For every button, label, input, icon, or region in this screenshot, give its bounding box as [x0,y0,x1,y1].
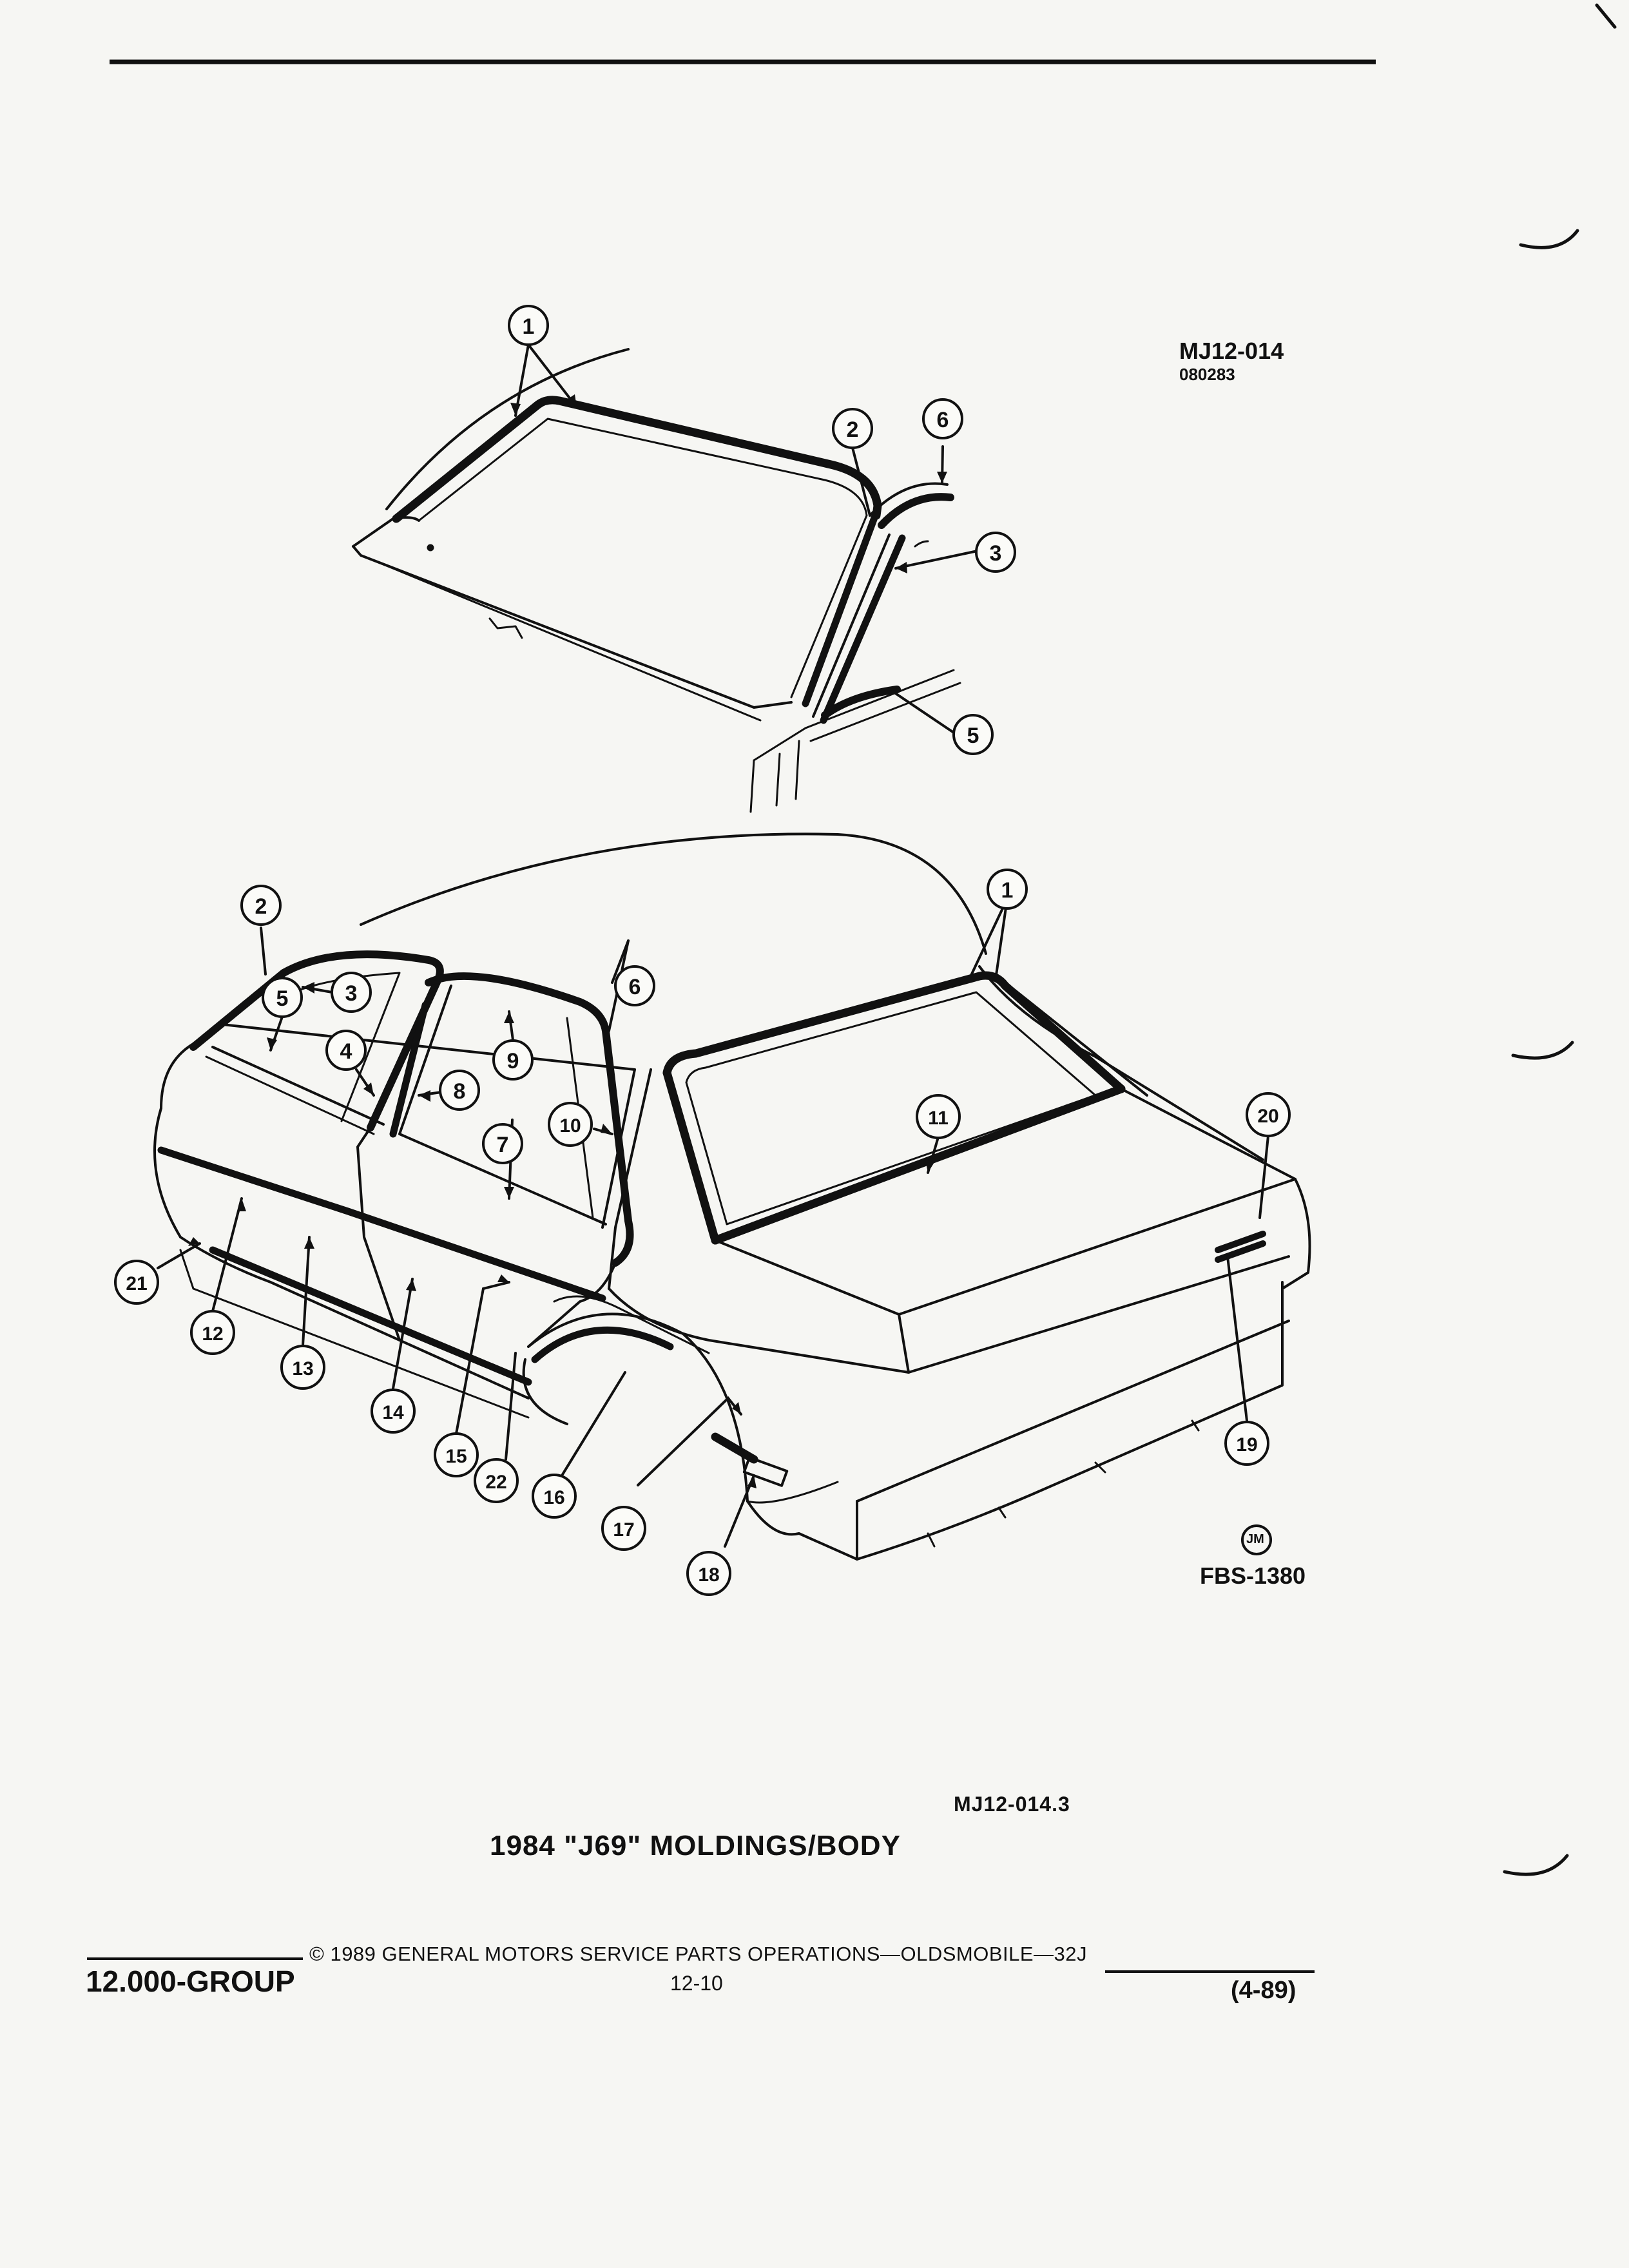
callout-1: 1 [508,305,549,346]
svg-text:10: 10 [559,1115,581,1137]
svg-text:2: 2 [847,418,859,442]
svg-text:3: 3 [990,541,1002,566]
callout-5: 5 [262,977,303,1018]
car-body-drawing [153,832,1311,1561]
callout-16: 16 [532,1474,577,1519]
callouts-body: 2 3 5 4 8 9 6 10 7 1 11 20 19 21 12 13 1… [114,869,1291,1596]
callout-1: 1 [987,869,1028,910]
svg-text:3: 3 [345,981,358,1006]
callout-4: 4 [325,1030,367,1071]
jm-logo [1241,1524,1272,1555]
footer-copyright: © 1989 GENERAL MOTORS SERVICE PARTS OPER… [309,1943,1088,1965]
svg-text:12: 12 [202,1323,223,1345]
callout-12: 12 [190,1310,235,1355]
callout-3: 3 [331,972,372,1013]
fbs-code: FBS-1380 [1200,1562,1306,1589]
svg-text:15: 15 [445,1446,467,1467]
callout-13: 13 [280,1345,325,1390]
figure-code: MJ12-014.3 [954,1792,1070,1816]
footer-date-code: (4-89) [1231,1977,1296,2004]
svg-text:1: 1 [523,314,535,339]
callouts-windshield: 1 2 6 3 5 [508,305,1016,755]
callout-20: 20 [1246,1092,1291,1137]
footer-rules [87,1957,1315,1973]
callout-11: 11 [916,1094,961,1139]
svg-text:1: 1 [1001,878,1014,903]
figure-caption: 1984 "J69" MOLDINGS/BODY [490,1830,901,1861]
svg-text:6: 6 [937,408,949,432]
callout-2: 2 [240,885,282,926]
svg-text:9: 9 [507,1049,519,1073]
diagram-date: 080283 [1179,365,1235,384]
page-edge-marks [1503,3,1617,1876]
callout-6: 6 [922,398,963,439]
callout-2: 2 [832,408,873,449]
svg-text:16: 16 [543,1487,564,1508]
callout-6: 6 [614,965,655,1006]
callout-7: 7 [482,1123,523,1164]
svg-text:5: 5 [276,986,289,1011]
svg-text:22: 22 [485,1472,506,1493]
svg-text:2: 2 [255,894,267,919]
callout-10: 10 [548,1102,593,1147]
callout-22: 22 [474,1458,519,1503]
callout-8: 8 [439,1070,480,1111]
svg-text:21: 21 [126,1273,147,1294]
callout-19: 19 [1224,1421,1269,1466]
callout-21: 21 [114,1260,159,1305]
svg-text:13: 13 [292,1358,313,1379]
leader-arrowheads [188,394,947,1488]
svg-text:20: 20 [1257,1106,1278,1127]
svg-text:14: 14 [382,1402,404,1423]
footer-group: 12.000-GROUP [86,1965,295,1998]
svg-text:18: 18 [698,1564,719,1586]
callout-9: 9 [492,1039,534,1081]
callout-18: 18 [686,1551,731,1596]
windshield-detail-drawing [352,348,961,813]
svg-text:5: 5 [967,724,979,748]
footer-page: 12-10 [670,1972,723,1995]
callout-15: 15 [434,1432,479,1477]
svg-text:6: 6 [629,975,641,999]
svg-text:4: 4 [340,1039,352,1064]
svg-text:17: 17 [613,1519,634,1541]
diagram-code: MJ12-014 [1179,338,1284,364]
callout-5: 5 [952,714,994,755]
svg-text:7: 7 [497,1133,509,1157]
jm-logo-text: JM [1246,1532,1264,1546]
callout-17: 17 [601,1506,646,1551]
svg-text:19: 19 [1236,1434,1257,1456]
callout-14: 14 [371,1389,416,1434]
svg-text:8: 8 [454,1079,466,1104]
callout-3: 3 [975,532,1016,573]
svg-text:11: 11 [928,1108,949,1129]
